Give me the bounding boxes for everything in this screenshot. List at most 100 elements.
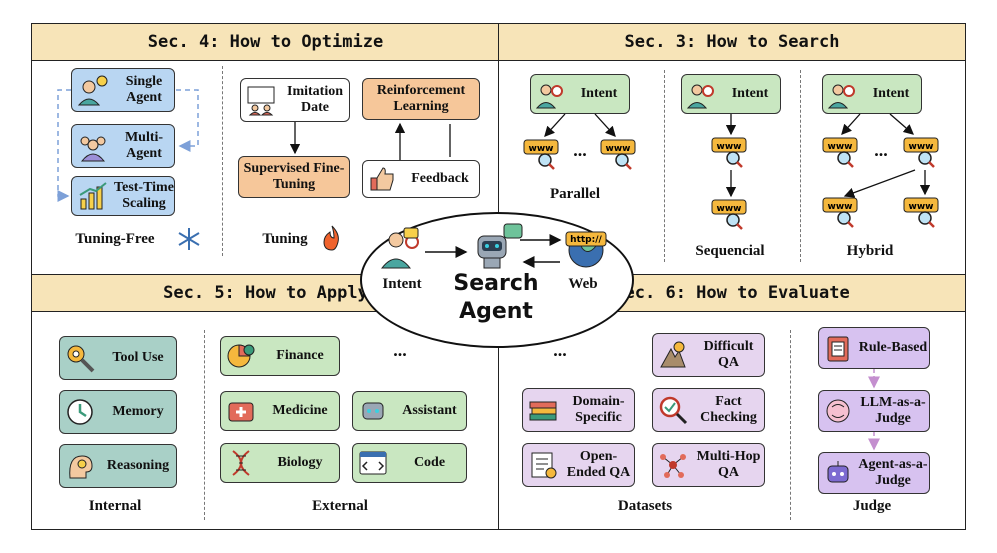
assistant-label: Assistant — [402, 403, 457, 418]
rl-box: Reinforcement Learning — [362, 78, 480, 120]
growth-chart-icon — [76, 179, 110, 213]
center-web-label: Web — [568, 276, 598, 292]
agent-as-a-judge-box: Agent-as-a-Judge — [818, 452, 930, 494]
code-window-icon — [357, 447, 389, 479]
multi-hop-qa-label: Multi-Hop QA — [696, 449, 761, 480]
www-search-icon: www — [822, 137, 858, 168]
document-icon — [527, 449, 559, 481]
difficulty-gear-icon — [657, 339, 689, 371]
finance-label: Finance — [276, 348, 324, 363]
optimize-divider — [222, 66, 223, 256]
robot-icon — [823, 458, 853, 488]
www-search-icon: www — [523, 139, 559, 170]
llm-as-a-judge-box: LLM-as-a-Judge — [818, 390, 930, 432]
memory-icon — [64, 396, 96, 428]
mode-parallel: Parallel — [550, 186, 600, 202]
imitation-data-label: Imitation Date — [287, 84, 343, 115]
person-search-icon — [686, 79, 716, 109]
datasets-caption: Datasets — [617, 498, 673, 514]
dna-icon — [225, 447, 257, 479]
books-icon — [527, 394, 559, 426]
www-search-icon: www — [822, 197, 858, 228]
feedback-label: Feedback — [411, 171, 469, 186]
sft-box: Supervised Fine-Tuning — [238, 156, 350, 198]
medicine-box: Medicine — [220, 391, 340, 431]
center-globe-icon: http:// — [562, 226, 610, 275]
rule-based-label: Rule-Based — [858, 340, 928, 355]
feedback-box: Feedback — [362, 160, 480, 198]
open-ended-qa-label: Open-Ended QA — [566, 449, 631, 480]
person-idea-icon — [76, 73, 110, 107]
center-person-icon — [380, 226, 422, 275]
difficult-qa-box: Difficult QA — [652, 333, 765, 377]
internal-caption: Internal — [88, 498, 142, 514]
rule-clipboard-icon — [823, 333, 853, 363]
test-time-scaling-label: Test-Time Scaling — [114, 180, 174, 211]
www-search-icon: www — [711, 137, 747, 168]
svg-text:www: www — [717, 142, 742, 152]
agent-as-a-judge-label: Agent-as-a-Judge — [858, 457, 928, 488]
search-divider-1 — [664, 70, 665, 262]
assistant-box: Assistant — [352, 391, 467, 431]
intent-label-hybrid: Intent — [872, 86, 910, 101]
memory-box: Memory — [59, 390, 177, 434]
memory-label: Memory — [112, 404, 164, 419]
fact-checking-box: Fact Checking — [652, 388, 765, 432]
svg-text:www: www — [606, 144, 631, 154]
multi-agent-box: Multi-Agent — [71, 124, 175, 168]
www-search-icon: www — [711, 199, 747, 230]
code-label: Code — [413, 455, 446, 470]
imitation-data-box: Imitation Date — [240, 78, 350, 122]
brain-chip-icon — [823, 396, 853, 426]
head-bulb-icon — [64, 450, 96, 482]
intent-box-sequential: Intent — [681, 74, 781, 114]
domain-specific-box: Domain-Specific — [522, 388, 635, 432]
medical-kit-icon — [225, 395, 257, 427]
fire-icon — [320, 224, 344, 257]
center-title: Search Agent — [453, 271, 539, 324]
finance-box: Finance — [220, 336, 340, 376]
search-ellipsis-parallel: ... — [573, 140, 587, 160]
magnifier-check-icon — [657, 394, 689, 426]
tool-use-box: Tool Use — [59, 336, 177, 380]
svg-text:www: www — [529, 144, 554, 154]
sft-label: Supervised Fine-Tuning — [243, 161, 345, 192]
mode-hybrid: Hybrid — [846, 243, 894, 259]
intent-box-hybrid: Intent — [822, 74, 922, 114]
person-search-icon — [535, 79, 565, 109]
apply-divider — [204, 330, 205, 520]
open-ended-qa-box: Open-Ended QA — [522, 443, 635, 487]
thumbs-icon — [367, 164, 397, 194]
tool-use-label: Tool Use — [112, 350, 164, 365]
rule-based-box: Rule-Based — [818, 327, 930, 369]
single-agent-label: Single Agent — [125, 74, 163, 105]
svg-text:www: www — [909, 142, 934, 152]
search-ellipsis-hybrid: ... — [874, 140, 888, 160]
robot-assistant-icon — [357, 395, 389, 427]
presentation-icon — [245, 84, 277, 116]
intent-box-parallel: Intent — [530, 74, 630, 114]
center-intent-label: Intent — [382, 276, 422, 292]
multi-agent-label: Multi-Agent — [124, 130, 164, 161]
llm-as-a-judge-label: LLM-as-a-Judge — [860, 395, 926, 426]
fact-checking-label: Fact Checking — [700, 394, 757, 425]
judge-caption: Judge — [852, 498, 892, 514]
search-header: Sec. 3: How to Search — [499, 24, 965, 61]
optimize-header: Sec. 4: How to Optimize — [32, 24, 499, 61]
code-box: Code — [352, 443, 467, 483]
external-caption: External — [312, 498, 368, 514]
intent-label-parallel: Intent — [580, 86, 618, 101]
biology-box: Biology — [220, 443, 340, 483]
single-agent-box: Single Agent — [71, 68, 175, 112]
person-search-icon — [827, 79, 857, 109]
evaluate-divider — [790, 330, 791, 520]
reasoning-label: Reasoning — [106, 458, 170, 473]
biology-label: Biology — [277, 455, 323, 470]
rl-label: Reinforcement Learning — [376, 83, 466, 114]
domain-specific-label: Domain-Specific — [572, 394, 625, 425]
group-icon — [76, 129, 110, 163]
difficult-qa-label: Difficult QA — [703, 339, 754, 370]
medicine-label: Medicine — [272, 403, 328, 418]
